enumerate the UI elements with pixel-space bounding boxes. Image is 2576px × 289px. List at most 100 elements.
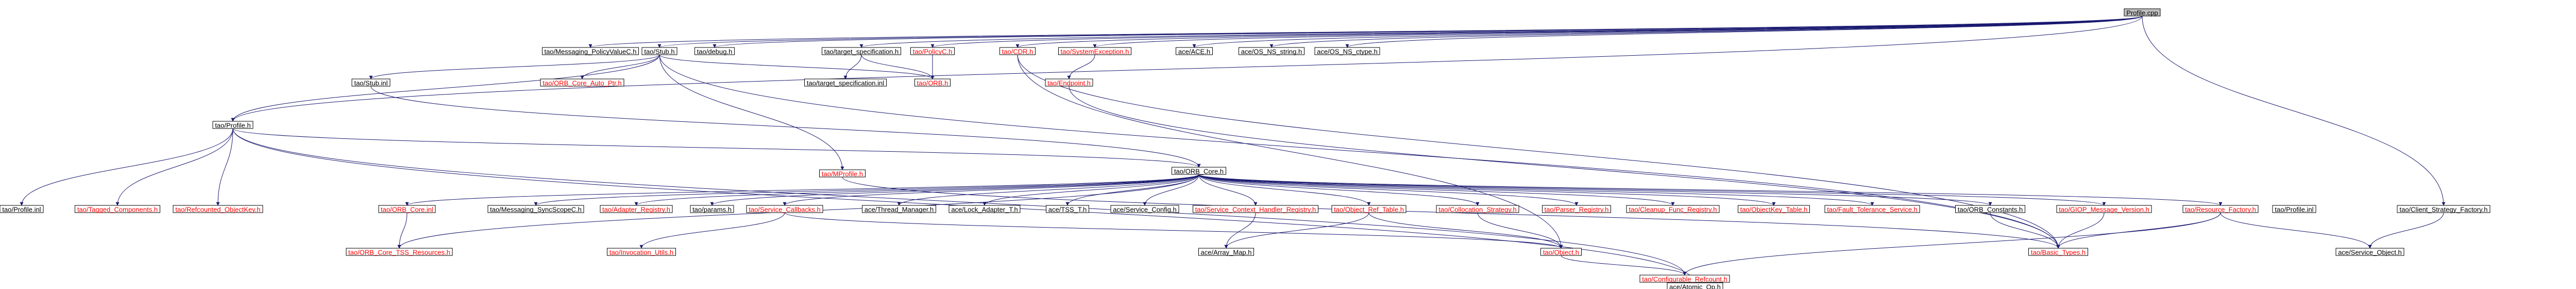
node-box [600, 205, 673, 213]
node-orb-core-auto-ptr-h[interactable]: tao/ORB_Core_Auto_Ptr.h [540, 78, 624, 87]
node-target-specification-h[interactable]: tao/target_specification.h [822, 47, 901, 56]
node-label: tao/Messaging_PolicyValueC.h [545, 48, 637, 56]
node-box [948, 205, 1021, 213]
node-tagged-components-h[interactable]: tao/Tagged_Components.h [75, 205, 160, 214]
node-os-ns-string-h[interactable]: ace/OS_NS_string.h [1239, 47, 1304, 56]
node-label: tao/ORB_Core.inl [381, 206, 433, 214]
node-service-context-handler-registry-h[interactable]: tao/Service_Context_Handler_Registry.h [1193, 205, 1318, 214]
node-basic-types-h[interactable]: tao/Basic_Types.h [2028, 248, 2088, 256]
node-label: tao/Messaging_SyncScopeC.h [490, 206, 582, 214]
node-box [746, 205, 823, 213]
node-box [804, 78, 887, 87]
node-policyc-h[interactable]: tao/PolicyC.h [910, 47, 955, 56]
node-profile-inl[interactable]: tao/Profile.inl [0, 205, 44, 214]
node-profile-inl-2[interactable]: tao/Profile.inl [2272, 205, 2316, 214]
node-messaging-syncscopec-h[interactable]: tao/Messaging_SyncScopeC.h [487, 205, 584, 214]
node-messaging-policyvaluec-h[interactable]: tao/Messaging_PolicyValueC.h [542, 47, 639, 56]
edge-stub-h-to-iiop-profile-h [659, 54, 844, 170]
node-iiop-profile-h[interactable]: tao/MProfile.h [819, 169, 866, 178]
node-endpoint-h[interactable]: tao/Endpoint.h [1045, 78, 1093, 87]
node-invocation-utils-h[interactable]: tao/Invocation_Utils.h [607, 248, 676, 256]
edge-orb-core-h-to-resource-factory-h [1198, 174, 2223, 206]
node-label: ace/OS_NS_ctype.h [1317, 48, 1378, 56]
node-service-object-h[interactable]: ace/Service_Object.h [2335, 248, 2404, 256]
node-profile-h[interactable]: tao/Profile.h [212, 121, 253, 130]
edge-resource-factory-h-to-basic-types-h [2056, 212, 2221, 249]
edge-orb-core-h-to-giop-message-version-h [1198, 174, 2106, 206]
node-lock-adapter-t-h[interactable]: ace/Lock_Adapter_T.h [948, 205, 1021, 214]
node-box [914, 78, 951, 87]
node-box [1667, 282, 1723, 289]
node-object-ref-table-h[interactable]: tao/Object_Ref_Table.h [1331, 205, 1406, 214]
node-target-specification-inl[interactable]: tao/target_specification.inl [804, 78, 887, 87]
node-label: tao/target_specification.inl [807, 79, 884, 87]
node-stub-inl[interactable]: tao/Stub.inl [351, 78, 391, 87]
node-orb-core-inl[interactable]: tao/ORB_Core.inl [378, 205, 436, 214]
node-cleanup-func-registry-h[interactable]: tao/Cleanup_Func_Registry.h [1626, 205, 1720, 214]
node-resource-factory-h[interactable]: tao/Resource_Factory.h [2182, 205, 2259, 214]
edge-profile-cpp-to-ace-h [1192, 15, 2143, 48]
node-thread-manager-h[interactable]: ace/Thread_Manager.h [862, 205, 936, 214]
node-params-h[interactable]: tao/params.h [690, 205, 734, 214]
edge-profile-h-to-orb-core-h [232, 128, 1201, 168]
node-orb-h[interactable]: tao/ORB.h [914, 78, 951, 87]
node-label: tao/Profile.h [215, 122, 250, 130]
node-box [1058, 47, 1131, 55]
node-box [2182, 205, 2259, 213]
node-label: tao/Object.h [1543, 249, 1579, 256]
edge-profile-cpp-to-cdr-h [1015, 15, 2143, 48]
node-client-strategy-factory-h[interactable]: tao/Client_Strategy_Factory.h [2397, 205, 2490, 214]
node-refcounted-objectkey-h[interactable]: tao/Refcounted_ObjectKey.h [173, 205, 263, 214]
node-box [75, 205, 160, 213]
node-orb-core-h[interactable]: tao/ORB_Core.h [1172, 167, 1226, 175]
node-os-ns-ctype-h[interactable]: ace/OS_NS_ctype.h [1314, 47, 1380, 56]
node-parser-registry-h[interactable]: tao/Parser_Registry.h [1542, 205, 1611, 214]
edge-profile-cpp-to-messaging-policyvaluec-h [589, 15, 2143, 48]
node-giop-message-version-h[interactable]: tao/GIOP_Message_Version.h [2056, 205, 2152, 214]
node-ace-h[interactable]: ace/ACE.h [1176, 47, 1213, 56]
node-objectkey-table-h[interactable]: tao/ObjectKey_Table.h [1738, 205, 1810, 214]
node-label: tao/ORB_Core_Auto_Ptr.h [543, 79, 621, 87]
node-fault-tolerance-service-h[interactable]: tao/Fault_Tolerance_Service.h [1824, 205, 1920, 214]
node-systemexception-h[interactable]: tao/SystemException.h [1058, 47, 1131, 56]
node-debug-h[interactable]: tao/debug.h [694, 47, 735, 56]
node-stub-h[interactable]: tao/Stub.h [641, 47, 677, 56]
node-label: ace/ACE.h [1178, 48, 1210, 56]
node-label: tao/Fault_Tolerance_Service.h [1827, 206, 1918, 214]
edge-profile-cpp-to-stub-h [658, 15, 2143, 48]
node-orb-core-tss-resources-h[interactable]: tao/ORB_Core_TSS_Resources.h [346, 248, 453, 256]
edge-profile-h-to-profile-inl [20, 128, 233, 206]
node-profile-cpp[interactable]: Profile.cpp [2124, 8, 2161, 17]
node-label: tao/Cleanup_Func_Registry.h [1629, 206, 1717, 214]
node-label: tao/Endpoint.h [1047, 79, 1091, 87]
edge-profile-cpp-to-client-strategy-factory-h [2142, 15, 2446, 206]
node-array-map-h[interactable]: ace/Array_Map.h [1198, 248, 1254, 256]
node-label: tao/Stub.h [644, 48, 674, 56]
node-box [1314, 47, 1380, 55]
node-label: tao/Service_Context_Handler_Registry.h [1195, 206, 1316, 214]
node-atomic-op-h[interactable]: ace/Atomic_Op.h [1667, 282, 1723, 289]
node-box [999, 47, 1036, 55]
edge-orb-core-h-to-adapter-registry-h [634, 174, 1199, 206]
node-label: tao/Service_Callbacks.h [749, 206, 820, 214]
node-label: tao/Configurable_Refcount.h [1642, 276, 1727, 283]
edge-profile-cpp-to-systemexception-h [1093, 15, 2143, 48]
edge-systemexception-h-to-endpoint-h [1067, 54, 1095, 79]
node-box [1331, 205, 1406, 213]
edge-target-specification-h-to-target-specification-inl [843, 54, 862, 79]
node-service-config-h[interactable]: ace/Service_Config.h [1110, 205, 1179, 214]
node-tss-t-h[interactable]: ace/TSS_T.h [1046, 205, 1089, 214]
node-box [641, 47, 677, 55]
edge-object-h-to-configurable-refcount-h [1561, 255, 1687, 276]
node-box [690, 205, 734, 213]
node-configurable-refcount-h[interactable]: tao/Configurable_Refcount.h [1639, 275, 1730, 283]
node-service-callbacks-h[interactable]: tao/Service_Callbacks.h [746, 205, 823, 214]
node-orb-constants-h[interactable]: tao/ORB_Constants.h [1955, 205, 2025, 214]
edge-profile-h-to-tagged-components-h [115, 128, 233, 206]
node-collocation-strategy-h[interactable]: tao/Collocation_Strategy.h [1436, 205, 1519, 214]
node-label: tao/Tagged_Components.h [77, 206, 158, 214]
node-cdr-h[interactable]: tao/CDR.h [999, 47, 1036, 56]
node-object-h[interactable]: tao/Object.h [1540, 248, 1582, 256]
node-label: tao/Client_Strategy_Factory.h [2399, 206, 2487, 214]
node-adapter-registry-h[interactable]: tao/Adapter_Registry.h [600, 205, 673, 214]
